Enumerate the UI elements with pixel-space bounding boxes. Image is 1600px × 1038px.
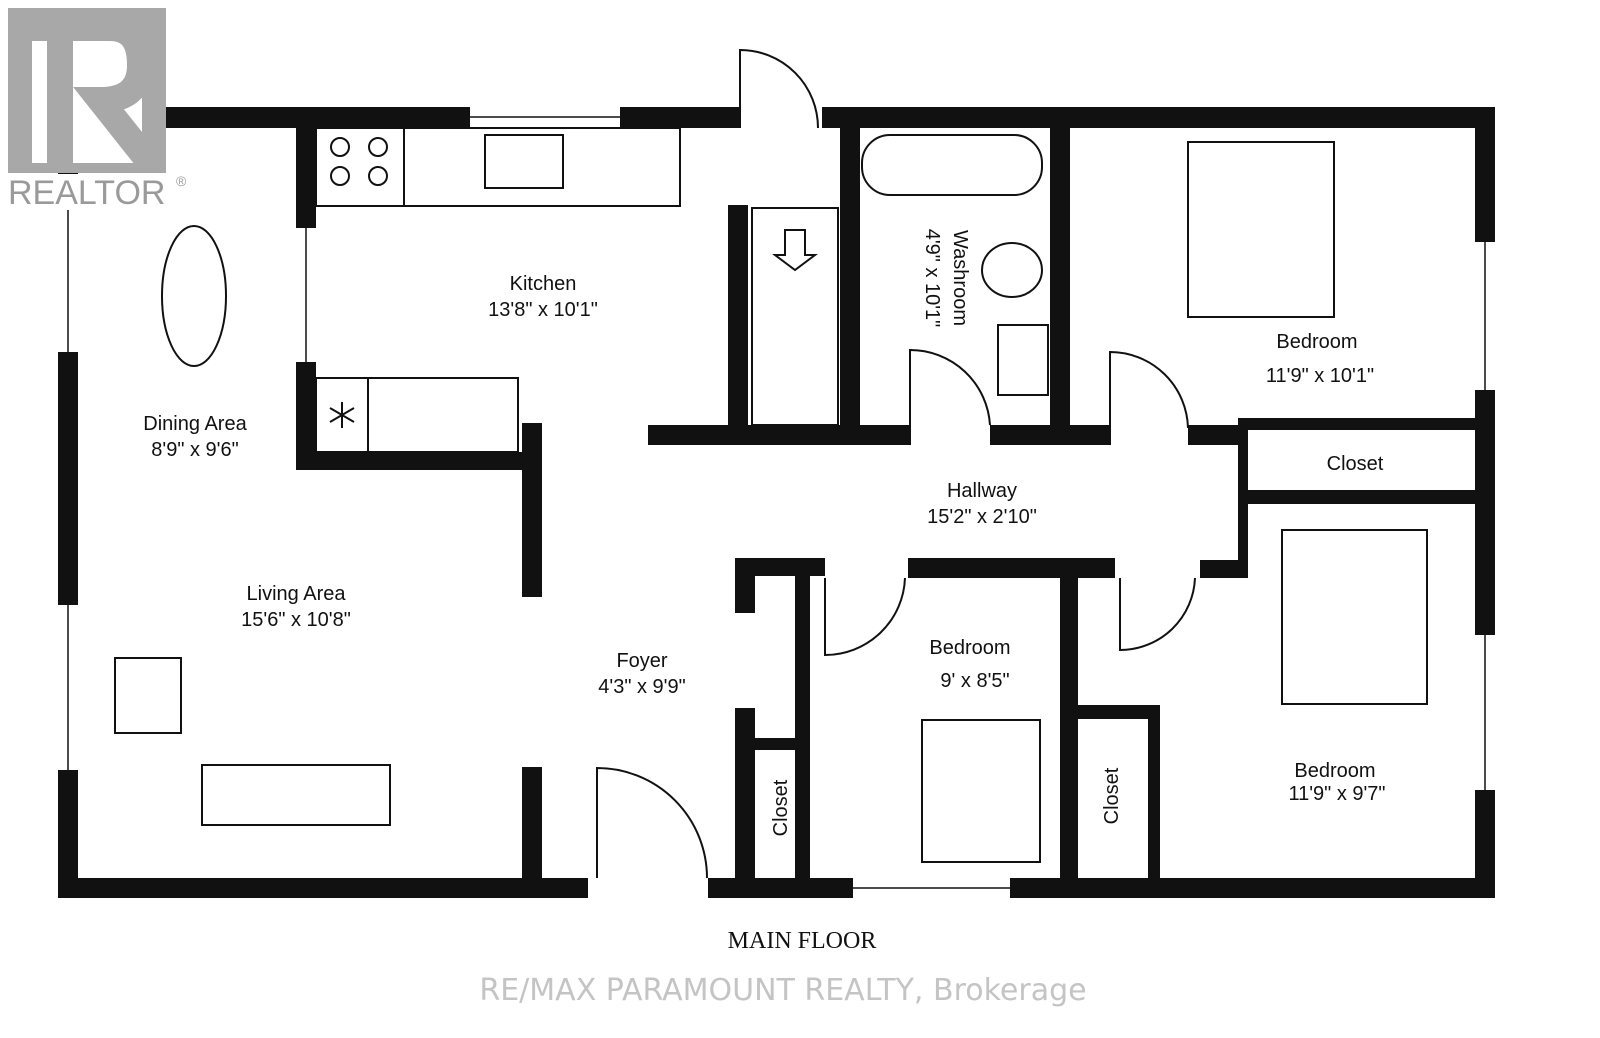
dining-table-icon xyxy=(161,225,227,367)
hallway-size: 15'2" x 2'10" xyxy=(927,506,1037,528)
windows xyxy=(67,116,1486,889)
room-labels: Kitchen 13'8" x 10'1" Dining Area 8'9" x… xyxy=(143,229,1385,837)
bedroom2-label: Bedroom xyxy=(929,637,1010,659)
bedroom3-size: 11'9" x 9'7" xyxy=(1288,783,1385,805)
furniture xyxy=(114,127,1428,863)
toilet-icon xyxy=(981,242,1043,298)
armchair-icon xyxy=(114,657,182,734)
dining-size: 8'9" x 9'6" xyxy=(151,439,238,461)
hallway-label: Hallway xyxy=(947,480,1017,502)
kitchen-size: 13'8" x 10'1" xyxy=(488,299,598,321)
closet2-label: Closet xyxy=(770,779,792,836)
closet3-label: Closet xyxy=(1101,767,1123,824)
sofa-icon xyxy=(201,764,391,826)
sink-icon xyxy=(484,134,564,189)
bedroom1-label: Bedroom xyxy=(1276,331,1357,353)
closet1-label: Closet xyxy=(1327,453,1384,475)
registered-mark: ® xyxy=(176,173,187,189)
foyer-label: Foyer xyxy=(616,650,667,672)
stove-icon xyxy=(315,127,405,207)
bathtub-icon xyxy=(861,134,1043,196)
washroom-sink-icon xyxy=(997,324,1049,396)
watermark: RE/MAX PARAMOUNT REALTY, Brokerage xyxy=(479,973,1086,1008)
living-size: 15'6" x 10'8" xyxy=(241,609,351,631)
snowflake-icon xyxy=(329,402,355,428)
floor-title: MAIN FLOOR xyxy=(728,928,877,954)
bed-icon xyxy=(921,719,1041,863)
realtor-logo: REALTOR ® xyxy=(4,8,187,212)
bedroom1-size: 11'9" x 10'1" xyxy=(1266,365,1374,387)
dining-label: Dining Area xyxy=(143,413,247,435)
bed-icon xyxy=(1187,141,1335,318)
living-label: Living Area xyxy=(247,583,347,605)
washroom-label: Washroom xyxy=(949,230,971,326)
doors xyxy=(596,48,1196,879)
bed-icon xyxy=(1281,529,1428,705)
kitchen-label: Kitchen xyxy=(510,273,577,295)
bedroom3-label: Bedroom xyxy=(1294,760,1375,782)
washroom-size: 4'9" x 10'1" xyxy=(921,229,943,328)
realtor-logo-text: REALTOR xyxy=(8,174,165,212)
bedroom2-size: 9' x 8'5" xyxy=(940,670,1009,692)
foyer-size: 4'3" x 9'9" xyxy=(598,676,685,698)
arrow-down-icon xyxy=(772,229,818,272)
